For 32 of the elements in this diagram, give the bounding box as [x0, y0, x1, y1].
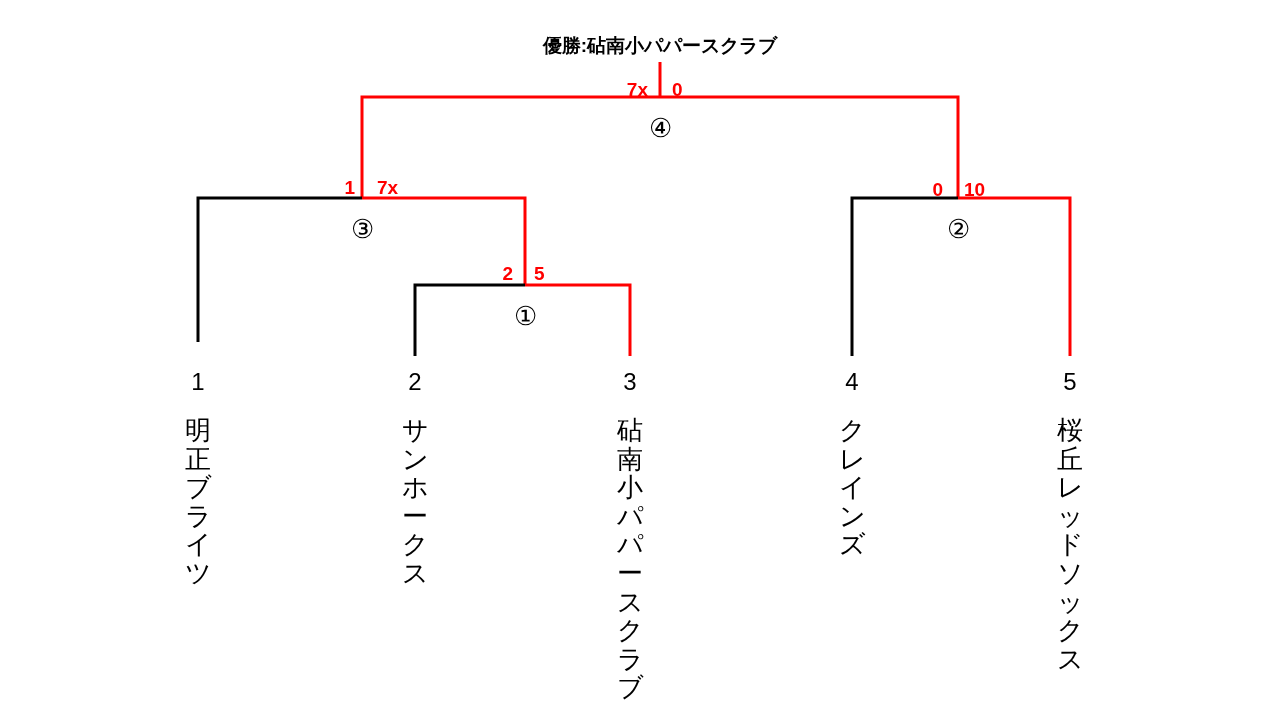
score-label: 10 [964, 180, 986, 199]
score-label: 7x [626, 80, 648, 99]
score-label: 7x [377, 178, 399, 197]
bracket-line [413, 283, 525, 356]
score-label: 1 [344, 178, 355, 197]
score-label: 5 [534, 264, 545, 283]
match-number: ③ [340, 198, 384, 242]
seed-number: 1 [191, 370, 205, 394]
seed-number: 3 [623, 370, 637, 394]
champion-label: 優勝:砧南小パパースクラブ [500, 30, 820, 62]
score-label: 0 [932, 180, 943, 199]
score-label: 0 [672, 80, 683, 99]
match-number: ① [503, 285, 547, 329]
match-number: ④ [638, 97, 682, 141]
team-name: クレインズ [839, 416, 865, 559]
match-number: ② [936, 198, 980, 242]
bracket-line [958, 196, 1072, 356]
bracket-line [525, 283, 632, 356]
score-label: 2 [502, 264, 513, 283]
bracket-line [360, 95, 660, 198]
seed-number: 5 [1063, 370, 1077, 394]
seed-number: 4 [845, 370, 859, 394]
seed-number: 2 [408, 370, 422, 394]
bracket-line [196, 196, 362, 342]
bracket-line [850, 196, 958, 356]
team-name: 桜丘レッドソックス [1057, 416, 1083, 674]
bracket-line [362, 196, 527, 285]
team-name: 明正ブライツ [185, 416, 211, 588]
team-name: 砧南小パパースクラブ [617, 416, 643, 702]
bracket-line [658, 62, 662, 97]
bracket-line [660, 95, 960, 198]
team-name: サンホークス [402, 416, 428, 588]
